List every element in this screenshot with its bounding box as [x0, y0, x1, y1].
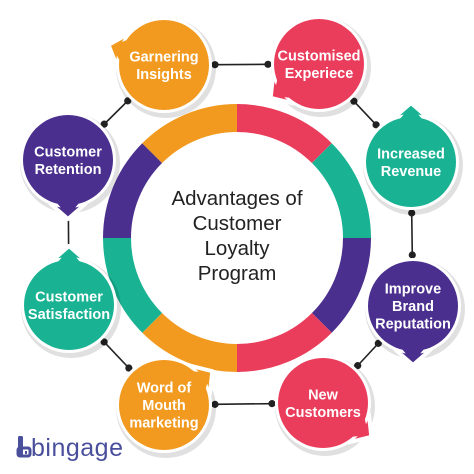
connector-line	[410, 212, 414, 256]
connector-dot	[372, 121, 380, 129]
benefit-label-line: Customer	[34, 144, 102, 160]
ring-segment	[311, 143, 371, 239]
connector-line	[103, 341, 130, 369]
bingage-logo: bingage	[16, 434, 123, 462]
benefit-label-line: Improve	[385, 282, 441, 298]
benefit-label-line: Retention	[35, 162, 102, 178]
center-title-line: Loyalty	[205, 237, 271, 260]
benefit-label-line: Word of	[137, 381, 192, 397]
connector-lines	[64, 60, 416, 408]
ring-segment	[236, 312, 332, 372]
benefit-label-line: Satisfaction	[28, 307, 110, 323]
center-ring	[103, 104, 371, 372]
bubble-body	[278, 358, 368, 448]
ring-segment	[236, 104, 332, 164]
bingage-logo-mark	[16, 436, 32, 458]
benefit-label-line: Reputation	[375, 317, 451, 333]
center-title-line: Customer	[193, 212, 282, 235]
connector-dot	[374, 339, 382, 347]
connector-dot	[350, 97, 358, 105]
bubble-body	[119, 20, 209, 110]
connector-dot	[125, 364, 133, 372]
benefit-label-line: marketing	[129, 416, 198, 432]
connector-line	[214, 402, 273, 406]
connector-dot	[211, 400, 219, 408]
connector-dot	[124, 97, 132, 105]
bubble-body	[274, 19, 364, 109]
benefit-label-line: Mouth	[142, 398, 185, 414]
connector-dot	[354, 362, 362, 370]
bubble-body	[119, 360, 209, 450]
bubble-body	[23, 115, 113, 205]
benefit-label-line: Experiece	[285, 66, 354, 82]
connector-dot	[408, 251, 416, 259]
connector-line	[357, 342, 379, 367]
connector-dot	[408, 209, 416, 217]
benefit-label-line: Garnering	[129, 49, 198, 65]
ring-segment	[311, 237, 371, 333]
center-title-line: Advantages of	[171, 187, 302, 210]
connector-dot	[211, 61, 219, 69]
ring-segment	[142, 312, 238, 372]
benefit-label-line: New	[308, 387, 339, 403]
bubble-body	[368, 261, 458, 351]
connector-line	[103, 100, 129, 125]
bubble-body	[24, 260, 114, 350]
ring-segment	[103, 237, 163, 333]
ring-segment	[103, 143, 163, 239]
benefit-label-line: Customised	[278, 48, 361, 64]
benefit-label-line: Brand	[392, 299, 434, 315]
brand-name: bingage	[31, 434, 123, 462]
ring-segment	[142, 104, 238, 164]
connector-dot	[100, 338, 108, 346]
connector-dot	[100, 120, 108, 128]
benefit-label-line: Revenue	[381, 164, 441, 180]
connector-line	[353, 100, 377, 126]
benefit-label-line: Insights	[136, 67, 192, 83]
connector-dot	[268, 400, 276, 408]
bubble-body	[366, 117, 456, 207]
benefit-label-line: Customers	[285, 405, 361, 421]
connector-dot	[264, 60, 272, 68]
center-title-line: Program	[198, 262, 277, 285]
benefit-label-line: Increased	[377, 146, 445, 162]
benefit-label-line: Customer	[35, 289, 103, 305]
